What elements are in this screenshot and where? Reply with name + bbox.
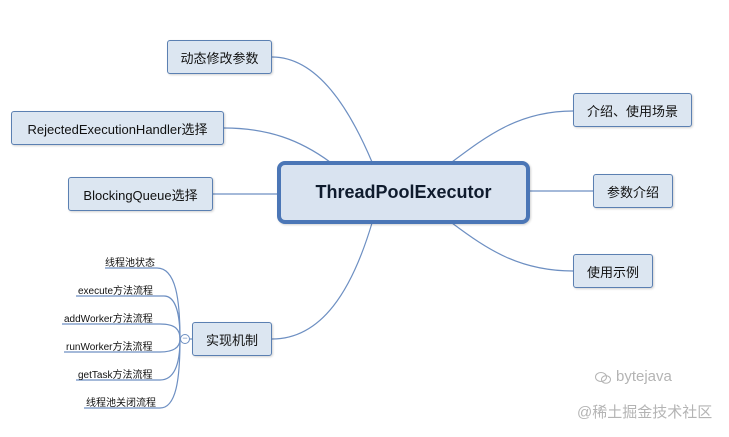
node-examples[interactable]: 使用示例: [573, 254, 653, 288]
node-label: 实现机制: [205, 332, 258, 348]
leaf-topic[interactable]: 线程池关闭流程: [86, 398, 156, 409]
leaf-topic[interactable]: addWorker方法流程: [64, 314, 153, 325]
node-intro[interactable]: 介绍、使用场景: [573, 93, 692, 127]
connector-intro: [451, 110, 574, 163]
node-label: BlockingQueue选择: [83, 187, 198, 203]
node-blocking-queue[interactable]: BlockingQueue选择: [68, 177, 213, 211]
wechat-icon: [595, 372, 611, 384]
node-rejected-handler[interactable]: RejectedExecutionHandler选择: [11, 111, 224, 145]
node-implementation[interactable]: 实现机制: [192, 322, 272, 356]
node-params[interactable]: 参数介绍: [593, 174, 673, 208]
node-label: 使用示例: [586, 264, 639, 280]
leaf-topic[interactable]: runWorker方法流程: [66, 342, 153, 353]
collapse-toggle-icon[interactable]: −: [180, 334, 190, 344]
node-dynamic-modify[interactable]: 动态修改参数: [167, 40, 272, 74]
leaf-topic[interactable]: 线程池状态: [105, 258, 155, 269]
connector-examples: [451, 222, 574, 272]
central-node[interactable]: ThreadPoolExecutor: [277, 161, 530, 224]
node-label: 参数介绍: [606, 184, 659, 200]
leaf-topic[interactable]: getTask方法流程: [78, 370, 153, 381]
central-node-label: ThreadPoolExecutor: [315, 182, 492, 202]
leaf-topic[interactable]: execute方法流程: [78, 286, 154, 297]
node-label: RejectedExecutionHandler选择: [27, 121, 208, 137]
node-label: 动态修改参数: [180, 50, 259, 66]
watermark-site: @稀土掘金技术社区: [577, 404, 713, 421]
watermark-author: bytejava: [616, 368, 672, 385]
connector-rejected-handler: [223, 127, 331, 163]
connector-implementation: [271, 222, 373, 340]
connector-dynamic-modify: [271, 56, 373, 163]
node-label: 介绍、使用场景: [586, 103, 678, 119]
